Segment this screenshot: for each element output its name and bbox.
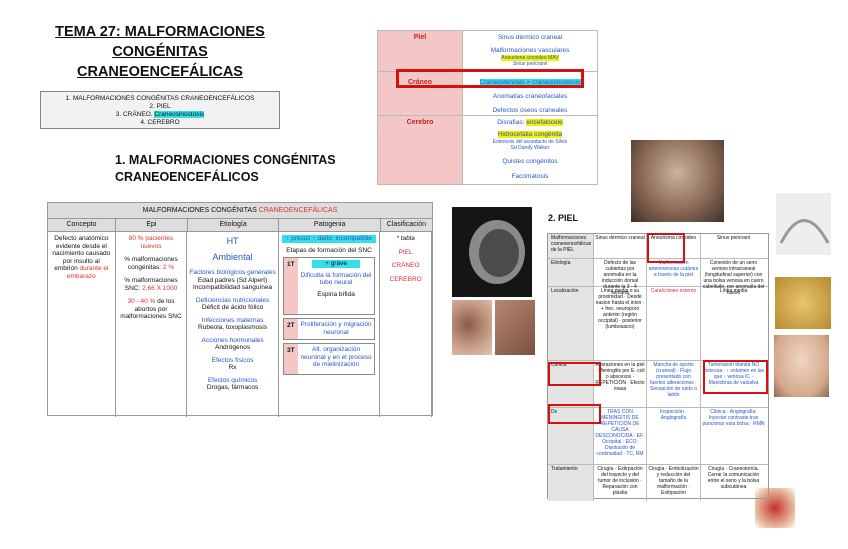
row-label-craneo: Cráneo [378, 72, 463, 115]
piel-header-corner: Malformaciones craneoencefálicas de la P… [548, 234, 594, 258]
craneo-highlight-box [396, 69, 584, 88]
stage-1t: 1T + grave Dificulta la formación del tu… [282, 257, 376, 315]
header-concepto: Concepto [48, 219, 116, 231]
piel-header-aneurisma: Aneurisma cirsoideo [647, 234, 701, 258]
toc-item-1: 1. MALFORMACIONES CONGÉNITAS CRANEOENCEF… [65, 95, 255, 102]
table-row: Etiología Defecto de las cubiertas por a… [548, 259, 768, 296]
table-row: Clínica Alteraciones en la piel · Mening… [548, 361, 768, 408]
section-1-heading: 1. MALFORMACIONES CONGÉNITAS CRANEOENCEF… [115, 153, 336, 184]
page-title: TEMA 27: MALFORMACIONES CONGÉNITAS CRANE… [40, 22, 280, 82]
table-caption: MALFORMACIONES CONGÉNITAS CRANEOENCEFÁLI… [48, 203, 432, 219]
highlight-box [548, 404, 601, 424]
col-clasificacion: * tabla PIEL CRÁNEO CEREBRO [380, 232, 432, 417]
photo-skull-child [631, 140, 724, 222]
table-row: Localización Línea media o su proximidad… [548, 287, 768, 361]
mri-sagittal-image [452, 207, 532, 297]
section-2-heading: 2. PIEL [548, 213, 579, 223]
photo-head-lump [775, 277, 831, 329]
table-header: Concepto Epi Etiología Patogenia Clasifi… [48, 219, 432, 232]
classification-table: Piel Sinus dérmico craneal Malformacione… [377, 30, 598, 185]
stage-2t: 2T Proliferación y migración neuronal [282, 318, 376, 340]
header-epi: Epi [116, 219, 188, 231]
piel-header-sinus-pericranii: Sinus pericraní [716, 235, 751, 241]
header-clasificacion: Clasificación [386, 221, 427, 228]
photo-infant-face [774, 335, 829, 397]
stage-3t: 3T Alt. organización neuronal y en el pr… [282, 343, 376, 375]
highlight-box [548, 362, 601, 386]
row-label-piel: Piel [378, 31, 463, 71]
photo-surgery [755, 488, 795, 528]
table-row: Dx TRAS CON MENINGITIS DE REPETICIÓN DE … [548, 408, 768, 465]
header-etiologia: Etiología [188, 219, 280, 231]
piel-header-sinus-dermico: Sinus dérmico craneal [594, 234, 647, 258]
table-of-contents: 1. MALFORMACIONES CONGÉNITAS CRANEOENCEF… [40, 91, 280, 129]
photo-scalp-lesion [452, 300, 492, 355]
col-etiologia: HT Ambiental Factores biológicos general… [187, 232, 279, 417]
toc-item-4: 4. CEREBRO [140, 119, 180, 126]
highlight-box [703, 360, 768, 394]
header-patogenia: Patogenia [279, 219, 381, 231]
photo-lesion-2 [495, 300, 535, 355]
title-line1: TEMA 27: MALFORMACIONES [55, 24, 265, 40]
toc-highlight: Craneosinostosis [154, 111, 205, 118]
col-epi: 80 % pacientes nuevos % malformaciones c… [116, 232, 188, 417]
toc-item-3: 3. CRÁNEO. Craneosinostosis [115, 111, 205, 118]
col-patogenia: ↑ precoz ↑ daño: incompatible Etapas de … [279, 232, 381, 417]
row-label-cerebro: Cerebro [378, 116, 463, 184]
title-line3: CRANEOENCEFÁLICAS [77, 64, 243, 80]
highlight-box [647, 233, 685, 263]
table-row: Tratamiento Cirugía · Extirpación del tr… [548, 465, 768, 501]
col-concepto: Defecto anatómico evidente desde el naci… [48, 232, 116, 417]
piel-table: Malformaciones craneoencefálicas de la P… [547, 233, 769, 501]
diagram-image [776, 193, 831, 255]
toc-item-2: 2. PIEL [149, 103, 171, 110]
title-line2: CONGÉNITAS [112, 44, 208, 60]
malformaciones-table: MALFORMACIONES CONGÉNITAS CRANEOENCEFÁLI… [47, 202, 433, 417]
